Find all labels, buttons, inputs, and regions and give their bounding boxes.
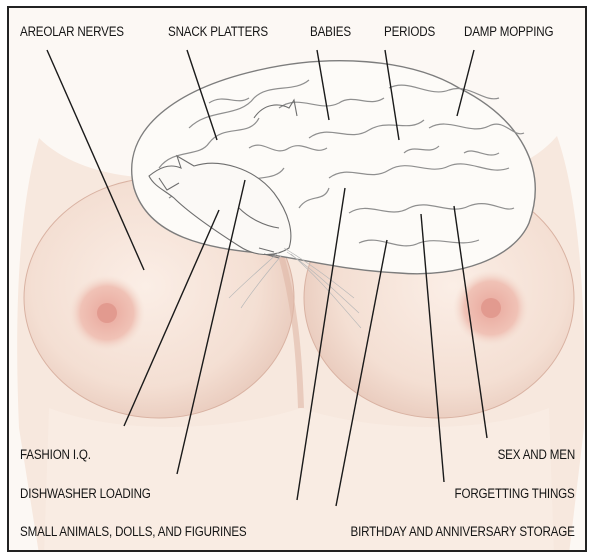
label-periods: PERIODS xyxy=(384,25,435,39)
label-birthday-storage: BIRTHDAY AND ANNIVERSARY STORAGE xyxy=(351,525,575,539)
label-small-animals: SMALL ANIMALS, DOLLS, AND FIGURINES xyxy=(20,525,246,539)
label-babies: BABIES xyxy=(310,25,351,39)
label-damp-mopping: DAMP MOPPING xyxy=(464,25,553,39)
label-forgetting-things: FORGETTING THINGS xyxy=(455,487,575,501)
label-fashion-iq: FASHION I.Q. xyxy=(20,448,91,462)
label-dishwasher-loading: DISHWASHER LOADING xyxy=(20,487,151,501)
label-areolar-nerves: AREOLAR NERVES xyxy=(20,25,124,39)
label-sex-and-men: SEX AND MEN xyxy=(498,448,575,462)
label-snack-platters: SNACK PLATTERS xyxy=(168,25,268,39)
diagram-frame: AREOLAR NERVES SNACK PLATTERS BABIES PER… xyxy=(7,6,587,552)
illustration xyxy=(9,8,587,552)
